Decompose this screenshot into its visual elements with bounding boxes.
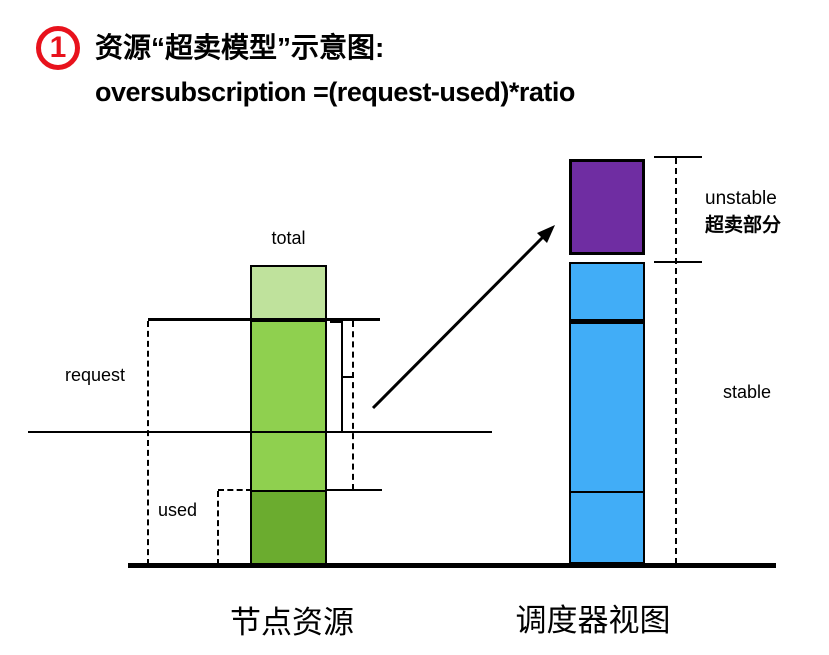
used-level-dash-left [218, 489, 252, 491]
scheduler-dashed-guide [675, 158, 677, 564]
formula-text: oversubscription =(request-used)*ratio [95, 77, 575, 107]
oversold-bottom-tick [654, 261, 702, 263]
diagram-title: 资源“超卖模型”示意图: [95, 32, 385, 63]
oversold-portion-label: 超卖部分 [705, 215, 782, 236]
bracket-dashed-guide [352, 321, 354, 490]
used-label: used [158, 500, 198, 520]
scheduler-view-caption: 调度器视图 [515, 603, 671, 638]
range-bracket [330, 321, 354, 433]
oversold-top-tick [654, 156, 702, 158]
stable-label: stable [723, 382, 772, 402]
stable-thin-divider [571, 491, 643, 493]
allocation-level-line [28, 431, 492, 433]
node-bar-segment-free [250, 265, 327, 322]
request-label: request [65, 365, 126, 385]
baseline [128, 563, 776, 568]
mapping-arrow-icon [371, 225, 555, 410]
node-resources-caption: 节点资源 [230, 605, 354, 640]
node-bar-segment-used [250, 490, 327, 566]
scheduler-bar-segment-oversold [569, 159, 645, 255]
total-label: total [271, 228, 306, 248]
unstable-label: unstable [705, 188, 777, 209]
request-dashed-guide [147, 321, 149, 565]
numbered-circle-badge: 1 [36, 26, 80, 70]
node-bar-segment-request [250, 320, 327, 492]
used-dashed-guide [217, 491, 219, 565]
used-level-line-right [326, 489, 382, 491]
scheduler-bar-segment-stable [569, 262, 645, 564]
request-level-line [148, 318, 380, 321]
stable-thick-divider [571, 319, 643, 324]
